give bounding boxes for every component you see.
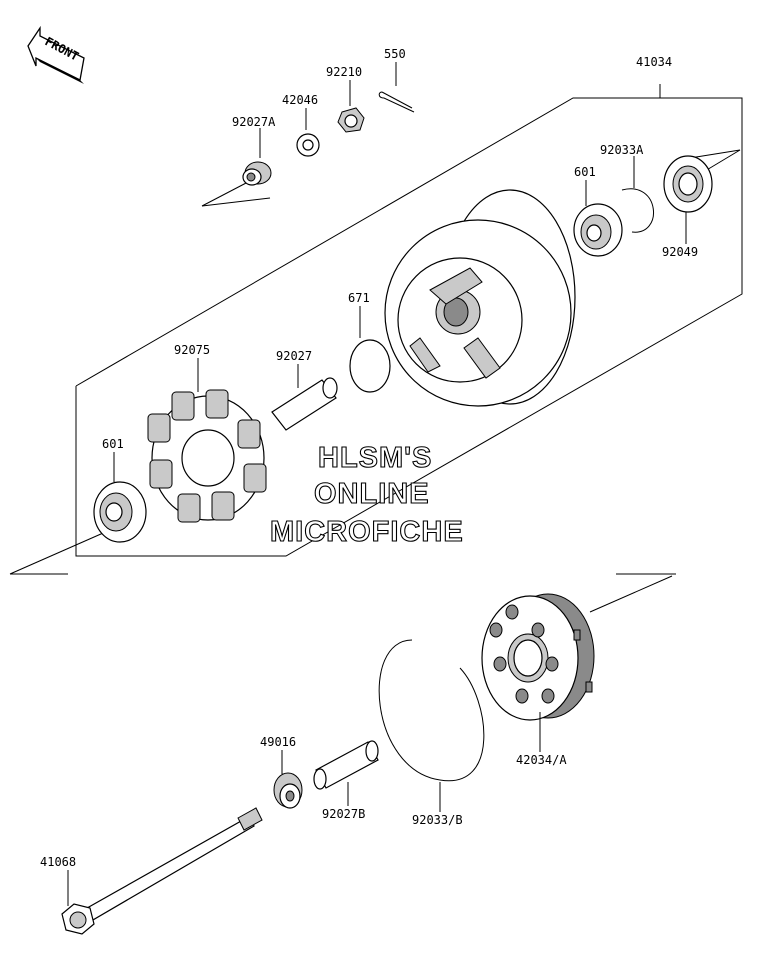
watermark: HLSM'S ONLINE MICROFICHE xyxy=(269,441,464,548)
bearing-601-left xyxy=(93,481,147,543)
washer-49016 xyxy=(273,772,303,809)
collar-92027 xyxy=(271,377,338,431)
watermark-line-1: HLSM'S xyxy=(318,442,432,474)
nut-92210 xyxy=(337,107,365,133)
label-41068: 41068 xyxy=(40,855,76,869)
circlip-92033b xyxy=(378,639,485,782)
front-arrow-icon: FRONT xyxy=(27,25,85,84)
collar-92027a xyxy=(201,161,272,207)
label-42034a: 42034/A xyxy=(516,753,567,767)
label-92049: 92049 xyxy=(662,245,698,259)
label-41034: 41034 xyxy=(636,55,672,69)
sprocket-carrier-42034a xyxy=(481,573,676,721)
label-601-left: 601 xyxy=(102,437,124,451)
label-550: 550 xyxy=(384,47,406,61)
cotter-pin-550 xyxy=(378,91,415,113)
label-92210: 92210 xyxy=(326,65,362,79)
watermark-line-2: ONLINE xyxy=(314,478,430,510)
leader-lines xyxy=(67,62,687,906)
label-92033b: 92033/B xyxy=(412,813,463,827)
label-49016: 49016 xyxy=(260,735,296,749)
seal-92049 xyxy=(663,149,741,213)
o-ring-671 xyxy=(349,339,391,393)
axle-41068 xyxy=(61,807,263,935)
label-92075: 92075 xyxy=(174,343,210,357)
label-92027a: 92027A xyxy=(232,115,276,129)
label-92027b: 92027B xyxy=(322,807,365,821)
washer-42046 xyxy=(296,133,320,157)
label-92027: 92027 xyxy=(276,349,312,363)
damper-92075 xyxy=(147,389,267,523)
watermark-line-3: MICROFICHE xyxy=(270,516,464,548)
label-601-top: 601 xyxy=(574,165,596,179)
collar-92027b xyxy=(313,740,379,790)
assembly-outline xyxy=(9,84,743,575)
label-42046: 42046 xyxy=(282,93,318,107)
circlip-92033a xyxy=(621,188,654,233)
bearing-601-top xyxy=(573,203,623,257)
label-671: 671 xyxy=(348,291,370,305)
wheel-rim-41034 xyxy=(384,189,576,407)
label-92033a: 92033A xyxy=(600,143,644,157)
